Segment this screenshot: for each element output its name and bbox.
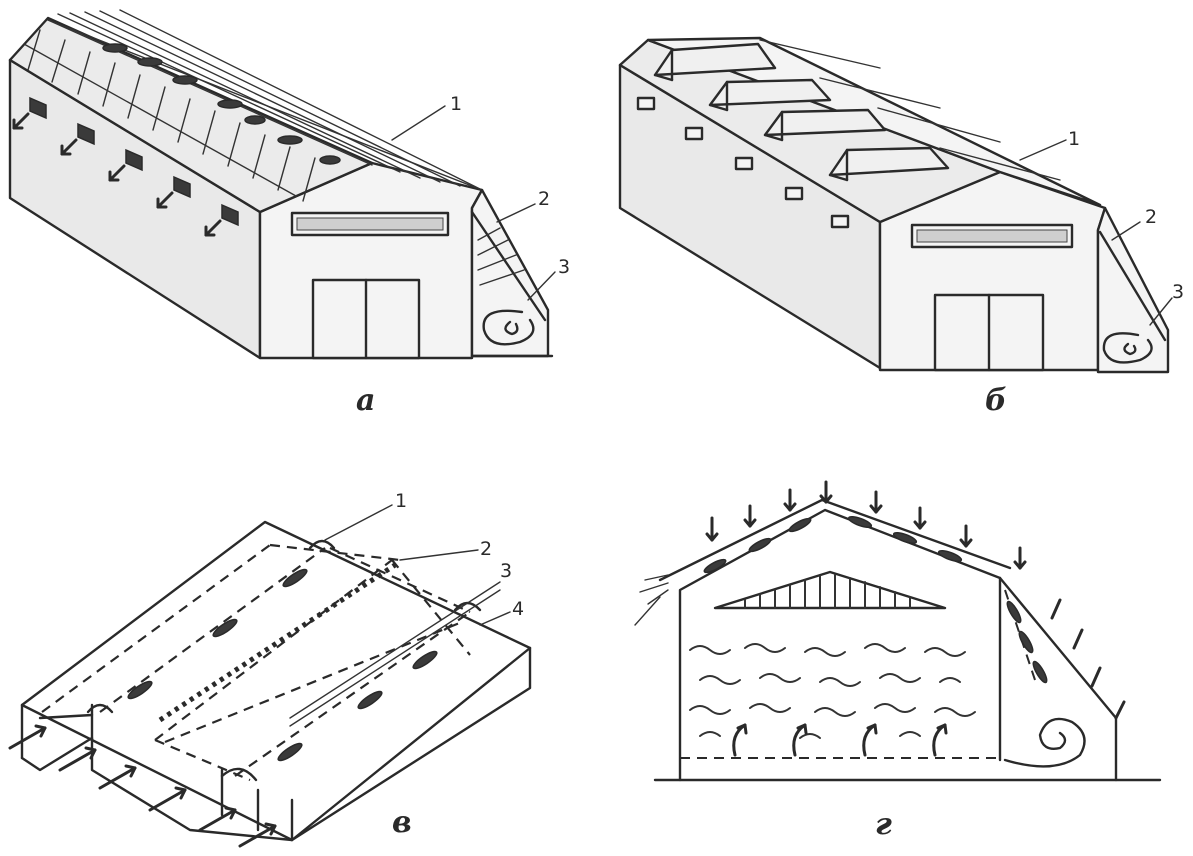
panel-b-callout-2: 2: [1145, 206, 1158, 228]
panel-v-callout-3: 3: [500, 560, 513, 582]
panel-b-caption: б: [985, 383, 1007, 418]
panel-v-caption: в: [392, 805, 412, 840]
panel-b-drawing: [618, 36, 1173, 374]
panel-g-drawing: [634, 480, 1162, 782]
panel-a-callout-2: 2: [538, 188, 551, 210]
panel-a-callout-3: 3: [558, 256, 571, 278]
panel-b-callout-1: 1: [1068, 128, 1081, 150]
panel-a-drawing: [8, 9, 556, 360]
panel-a-caption: а: [356, 383, 376, 418]
panel-g-caption: г: [875, 807, 892, 842]
panel-v-callout-4: 4: [512, 598, 525, 620]
panel-a-callout-1: 1: [450, 93, 463, 115]
panel-v-drawing: [8, 504, 532, 848]
panel-v-callout-1: 1: [395, 490, 408, 512]
panel-b-callout-3: 3: [1172, 281, 1185, 303]
panel-v-callout-2: 2: [480, 538, 493, 560]
